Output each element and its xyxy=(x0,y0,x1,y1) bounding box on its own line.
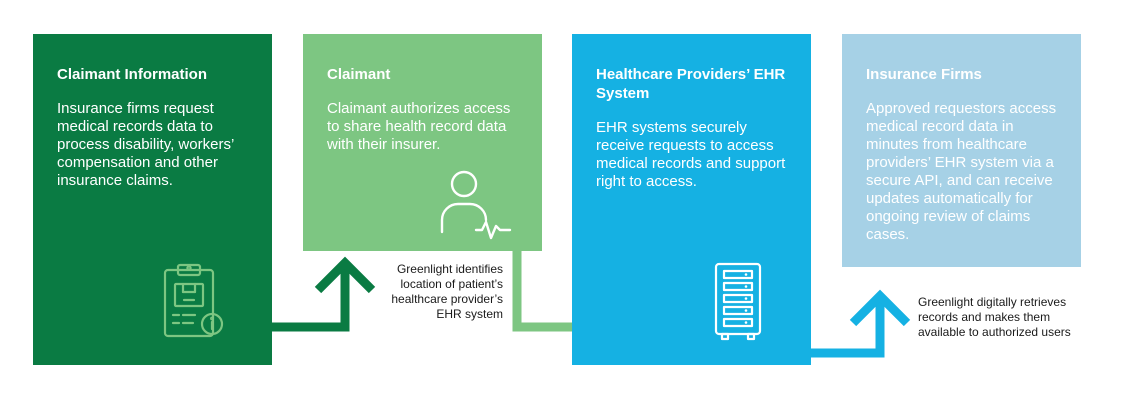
person-heartbeat-icon xyxy=(440,170,512,240)
step-description: Claimant authorizes access to share heal… xyxy=(327,100,511,153)
step-title: Healthcare Providers’ EHR System xyxy=(596,66,786,102)
step-title: Claimant xyxy=(327,66,391,83)
step-insurance-firms: Insurance Firms Approved requestors acce… xyxy=(842,34,1081,267)
step-title: Insurance Firms xyxy=(866,66,982,83)
step-ehr-system: Healthcare Providers’ EHR System EHR sys… xyxy=(572,34,811,365)
note-retrieve-records: Greenlight digitally retrieves records a… xyxy=(918,295,1071,339)
step-description: EHR systems securely receive requests to… xyxy=(596,119,786,190)
note-locate-ehr: Greenlight identifies location of patien… xyxy=(391,262,503,321)
arrow-ehr-to-insurance xyxy=(811,289,911,358)
server-icon xyxy=(714,262,762,341)
step-claimant-information: Claimant Information Insurance firms req… xyxy=(33,34,272,365)
arrow-claimant-info-to-claimant xyxy=(272,256,376,332)
step-description: Approved requestors access medical recor… xyxy=(866,100,1057,243)
step-title: Claimant Information xyxy=(57,66,208,83)
clipboard-info-icon xyxy=(163,263,224,338)
step-claimant: Claimant Claimant authorizes access to s… xyxy=(303,34,542,251)
step-description: Insurance firms request medical records … xyxy=(57,100,234,189)
